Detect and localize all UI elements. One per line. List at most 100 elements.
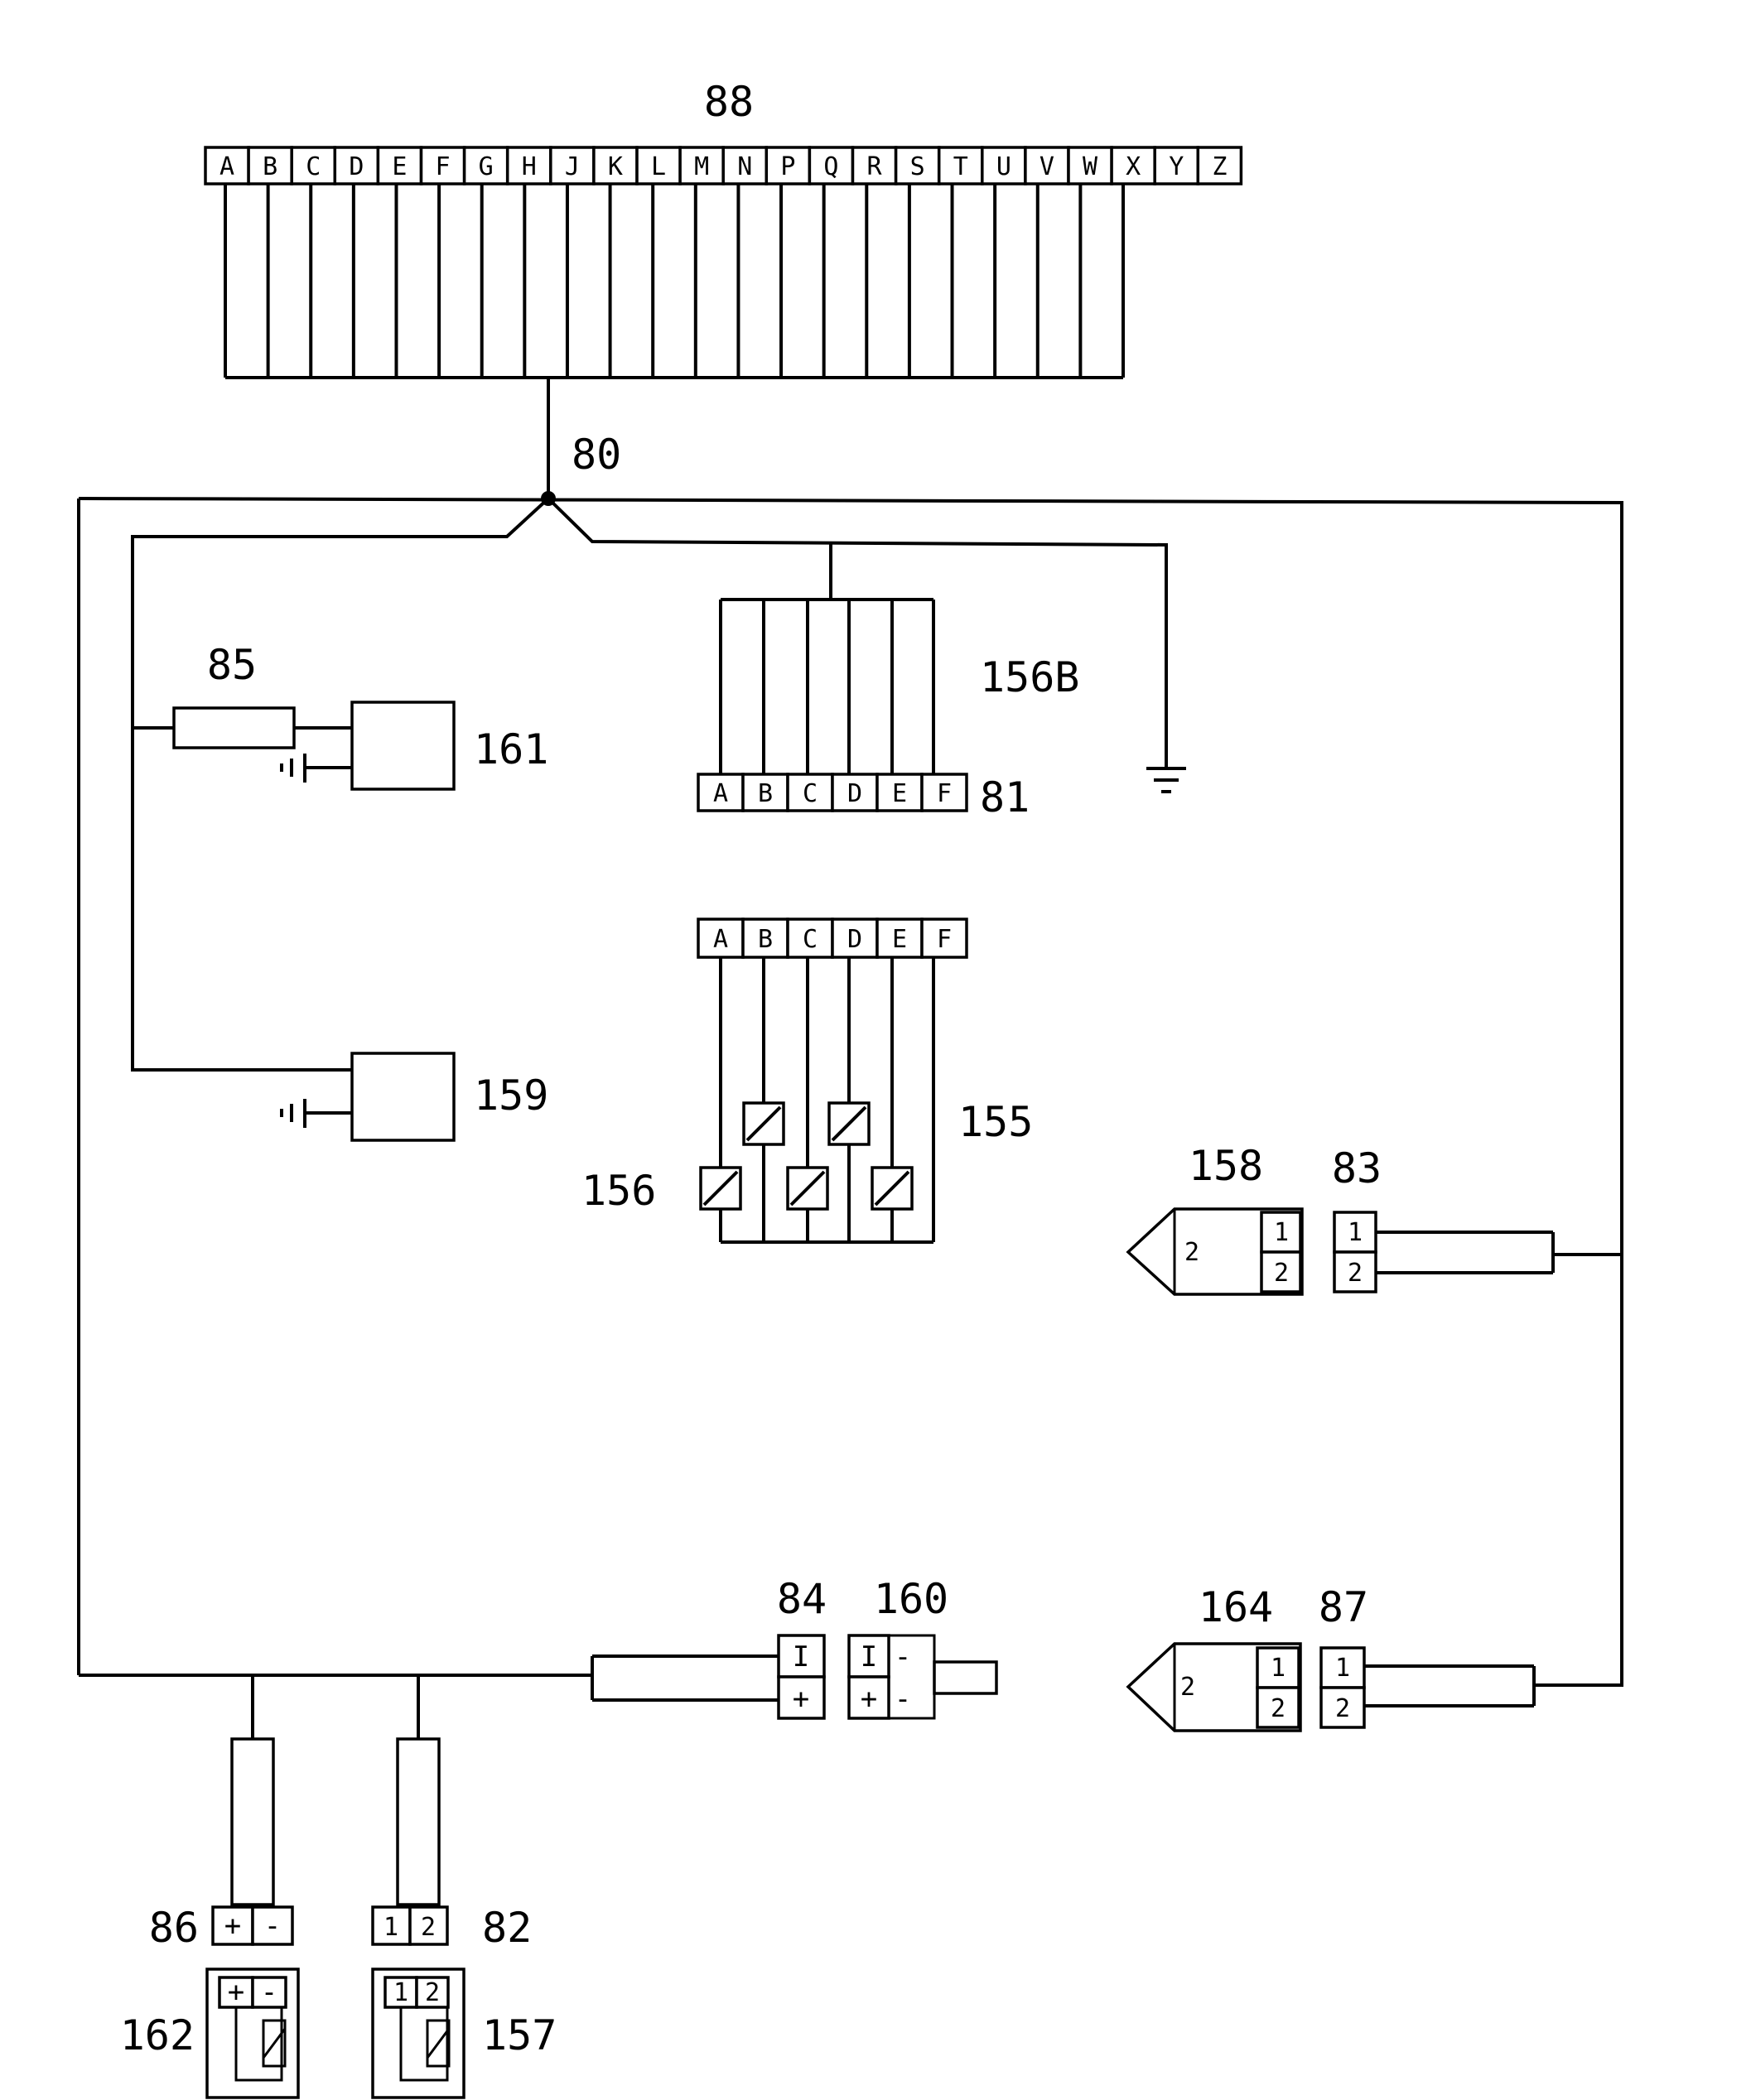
connector-160: I + - - (847, 1634, 998, 1720)
pin-label-88-R: R (867, 152, 883, 181)
svg-text:1: 1 (393, 1978, 408, 2007)
label-161: 161 (474, 725, 548, 773)
svg-text:I: I (793, 1640, 809, 1674)
pin-88-C (290, 146, 337, 185)
label-86: 86 (149, 1904, 199, 1952)
svg-text:+: + (861, 1683, 877, 1716)
pin-label-88-U: U (996, 152, 1011, 181)
connector-84: I + (777, 1634, 826, 1720)
pin-81-D (831, 773, 879, 812)
pin-88-S (894, 146, 941, 185)
svg-text:2: 2 (1335, 1694, 1350, 1723)
pin-155-D (831, 918, 879, 959)
pin-label-81-A: A (713, 779, 728, 808)
pin-label-88-S: S (910, 152, 925, 181)
pin-label-88-T: T (953, 152, 968, 181)
svg-text:-: - (261, 1976, 277, 2009)
svg-text:1: 1 (1335, 1654, 1350, 1683)
sensor-157: 1 2 (371, 1968, 465, 2099)
svg-text:2: 2 (1271, 1694, 1286, 1723)
pin-88-R (851, 146, 898, 185)
label-87: 87 (1319, 1583, 1368, 1631)
pin-81-F (920, 773, 968, 812)
label-84: 84 (777, 1575, 827, 1623)
pin-label-88-Z: Z (1212, 152, 1227, 181)
pin-label-155-B: B (758, 925, 773, 954)
label-164: 164 (1199, 1583, 1273, 1631)
ground-161 (280, 754, 352, 783)
pin-88-B (247, 146, 293, 185)
pin-88-Z (1196, 146, 1243, 185)
connector-82: 1 2 (371, 1905, 449, 1946)
pin-label-81-E: E (892, 779, 907, 808)
resistor-85 (172, 706, 296, 749)
pin-label-88-D: D (349, 152, 364, 181)
label-83: 83 (1332, 1144, 1382, 1192)
pin-88-V (1024, 146, 1070, 185)
pin-88-E (376, 146, 423, 185)
svg-text:-: - (264, 1910, 281, 1943)
pin-label-88-B: B (263, 152, 277, 181)
pin-88-H (505, 146, 552, 185)
label-81: 81 (980, 773, 1030, 821)
label-82: 82 (482, 1904, 532, 1952)
pin-88-A (204, 146, 250, 185)
pin-label-88-Y: Y (1169, 152, 1184, 181)
svg-text:1: 1 (1348, 1218, 1363, 1247)
connector-88-wire-bundle (224, 184, 1125, 379)
label-155: 155 (958, 1098, 1033, 1146)
ground-symbol (1146, 749, 1186, 793)
pin-label-81-D: D (847, 779, 862, 808)
pin-label-88-X: X (1126, 152, 1141, 181)
wire-bundle-82 (396, 1737, 441, 1906)
svg-text:2: 2 (1184, 1238, 1199, 1267)
svg-text:2: 2 (425, 1978, 440, 2007)
label-157: 157 (482, 2011, 557, 2059)
connector-158: 2 1 2 (1126, 1207, 1304, 1296)
sensor-162: + - (205, 1968, 300, 2099)
label-156: 156 (581, 1167, 656, 1215)
pin-155-C (786, 918, 834, 959)
label-88: 88 (704, 78, 754, 126)
main-bus-loop (78, 497, 1623, 1687)
label-85: 85 (207, 641, 257, 689)
pin-label-88-L: L (651, 152, 666, 181)
svg-text:I: I (861, 1640, 877, 1674)
inner-branch-left (131, 497, 550, 1072)
connector-164: 2 1 2 (1126, 1642, 1302, 1732)
pin-label-81-B: B (758, 779, 773, 808)
pin-label-81-F: F (937, 779, 952, 808)
label-159: 159 (474, 1072, 548, 1120)
pin-88-W (1067, 146, 1113, 185)
pin-88-U (981, 146, 1027, 185)
module-159 (350, 1052, 456, 1142)
pin-label-88-J: J (565, 152, 580, 181)
module-161 (350, 701, 456, 791)
label-162: 162 (120, 2011, 195, 2059)
wire-to-84 (591, 1654, 779, 1702)
connector-155-wires (699, 957, 935, 1244)
pin-label-88-E: E (392, 152, 407, 181)
svg-text:1: 1 (1271, 1654, 1286, 1683)
inner-branch-right (547, 497, 1168, 749)
connector-87: 1 2 (1319, 1646, 1536, 1729)
pin-label-88-A: A (219, 152, 234, 181)
svg-text:2: 2 (1348, 1259, 1363, 1288)
pin-label-88-F: F (436, 152, 451, 181)
pin-label-88-G: G (479, 152, 494, 181)
pin-81-A (697, 773, 745, 812)
svg-text:2: 2 (421, 1913, 436, 1942)
pin-label-88-W: W (1083, 152, 1098, 181)
pin-88-K (592, 146, 639, 185)
label-80: 80 (572, 431, 621, 479)
svg-text:+: + (224, 1910, 241, 1943)
svg-text:2: 2 (1180, 1673, 1195, 1702)
svg-text:1: 1 (1274, 1218, 1289, 1247)
pin-label-88-H: H (522, 152, 537, 181)
svg-text:-: - (895, 1683, 911, 1716)
svg-text:-: - (895, 1640, 911, 1674)
pin-label-155-F: F (937, 925, 952, 954)
connector-83: 1 2 (1333, 1211, 1555, 1293)
